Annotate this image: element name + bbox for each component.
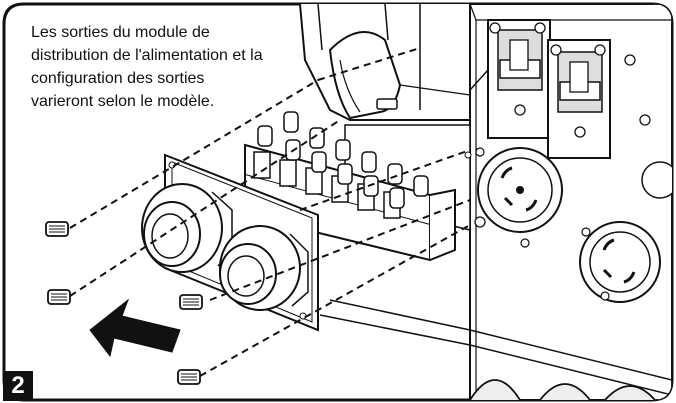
screw-icon bbox=[475, 147, 485, 157]
screw-icon bbox=[581, 227, 591, 237]
circuit-breaker bbox=[469, 19, 551, 139]
cable-gland bbox=[141, 183, 233, 273]
twist-lock-receptacle bbox=[477, 147, 563, 233]
mounting-screw bbox=[45, 221, 69, 237]
cover-lever bbox=[328, 31, 471, 120]
alignment-guide bbox=[69, 47, 471, 377]
circuit-breaker bbox=[547, 39, 611, 159]
step-number-badge: 2 bbox=[3, 371, 33, 401]
screw-icon bbox=[639, 114, 651, 126]
screw-icon bbox=[520, 238, 530, 248]
screw-icon bbox=[624, 54, 636, 66]
mounting-screw bbox=[177, 369, 201, 385]
mounting-screw bbox=[179, 294, 203, 310]
screw-icon bbox=[464, 151, 472, 159]
twist-lock-receptacle bbox=[579, 221, 661, 303]
removal-arrow-icon bbox=[89, 298, 181, 358]
screw-icon bbox=[474, 216, 486, 228]
mounting-screw bbox=[47, 289, 71, 305]
receptacle-partial bbox=[641, 161, 672, 199]
cable-gland bbox=[219, 225, 309, 311]
screw-icon bbox=[600, 291, 610, 301]
terminal-block bbox=[244, 111, 456, 262]
instruction-text: Les sorties du module de distribution de… bbox=[31, 24, 263, 110]
